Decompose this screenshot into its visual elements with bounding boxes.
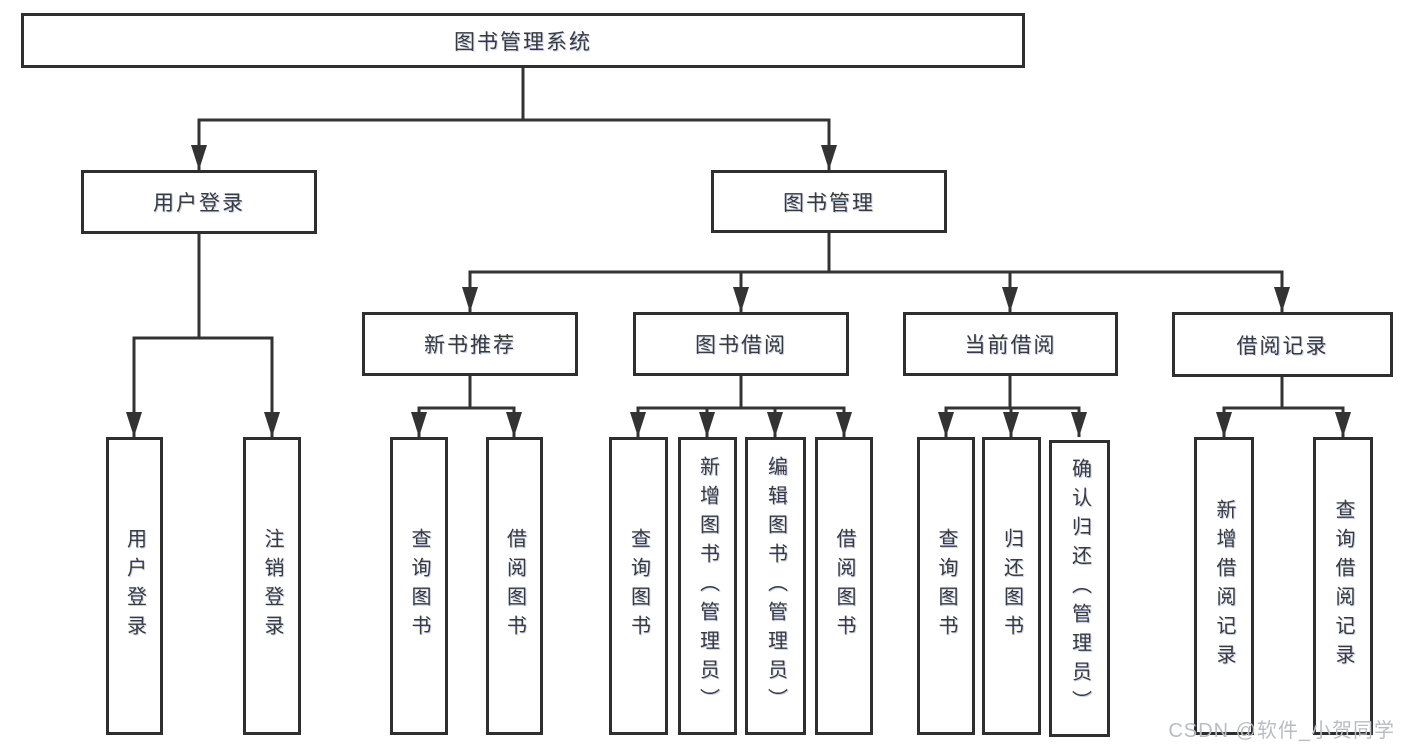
node-book-borrowing: 图书借阅 <box>633 312 849 376</box>
node-user-login: 用户登录 <box>81 170 317 234</box>
leaf-borrowing-add-books-admin: 新增图书（管理员） <box>678 437 737 735</box>
leaf-recommend-query-books: 查询图书 <box>390 437 448 735</box>
leaf-records-query-record: 查询借阅记录 <box>1313 437 1373 735</box>
leaf-current-confirm-return-admin: 确认归还（管理员） <box>1049 440 1110 737</box>
node-book-management: 图书管理 <box>711 170 947 233</box>
csdn-watermark: CSDN @软件_小贺同学 <box>1168 720 1395 742</box>
node-new-book-recommend: 新书推荐 <box>362 312 578 376</box>
leaf-borrowing-edit-books-admin: 编辑图书（管理员） <box>745 437 806 735</box>
leaf-recommend-borrow-books: 借阅图书 <box>486 437 543 735</box>
node-library-management-system: 图书管理系统 <box>21 13 1025 68</box>
node-current-borrowing: 当前借阅 <box>903 312 1118 376</box>
node-borrowing-records: 借阅记录 <box>1172 312 1393 377</box>
leaf-current-query-books: 查询图书 <box>917 437 975 735</box>
leaf-current-return-books: 归还图书 <box>982 437 1041 735</box>
leaf-borrowing-query-books: 查询图书 <box>609 437 668 735</box>
leaf-user-login: 用户登录 <box>106 437 163 735</box>
leaf-records-add-record: 新增借阅记录 <box>1194 437 1254 735</box>
leaf-borrowing-borrow-books: 借阅图书 <box>815 437 873 735</box>
leaf-logout: 注销登录 <box>243 437 301 735</box>
